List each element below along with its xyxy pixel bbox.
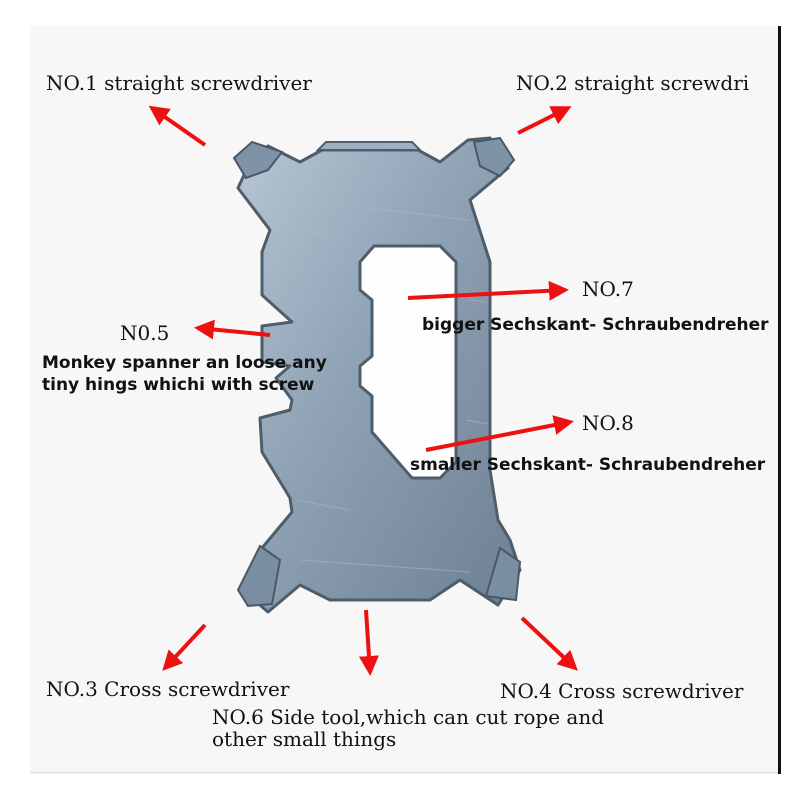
tip-top-left bbox=[232, 140, 284, 180]
label-no5-title: N0.5 bbox=[120, 321, 170, 345]
right-border bbox=[778, 26, 781, 774]
tip-bottom-right bbox=[484, 546, 522, 602]
top-tab bbox=[315, 141, 423, 151]
arrow-no2 bbox=[517, 106, 572, 135]
label-no5-line2: tiny hings whichi with screw bbox=[42, 375, 315, 395]
tip-top-right bbox=[472, 136, 516, 178]
label-no4: NO.4 Cross screwdriver bbox=[500, 679, 744, 703]
metal-texture bbox=[295, 199, 489, 573]
arrow-no3 bbox=[162, 623, 207, 671]
label-no5-line1: Monkey spanner an loose any bbox=[42, 353, 327, 373]
arrows bbox=[148, 105, 578, 676]
tip-bottom-left bbox=[236, 544, 282, 608]
arrow-no4 bbox=[520, 616, 578, 671]
label-no7-desc: bigger Sechskant- Schraubendreher bbox=[422, 315, 769, 335]
label-no2: NO.2 straight screwdri bbox=[516, 71, 750, 95]
label-no3: NO.3 Cross screwdriver bbox=[46, 677, 290, 701]
label-no6: NO.6 Side tool,which can cut rope and ot… bbox=[212, 706, 604, 750]
label-no6-line2: other small things bbox=[212, 727, 397, 751]
label-no1: NO.1 straight screwdriver bbox=[46, 71, 312, 95]
arrow-no7 bbox=[407, 280, 569, 301]
label-no7-title: NO.7 bbox=[582, 277, 634, 301]
label-no5-desc: Monkey spanner an loose any tiny hings w… bbox=[42, 352, 327, 396]
hex-slot bbox=[358, 244, 458, 480]
label-no8-title: NO.8 bbox=[582, 411, 634, 435]
label-no6-line1: NO.6 Side tool,which can cut rope and bbox=[212, 705, 605, 729]
arrow-no8 bbox=[425, 415, 574, 452]
label-no8-desc: smaller Sechskant- Schraubendreher bbox=[410, 455, 766, 475]
arrow-no1 bbox=[148, 105, 207, 147]
arrow-no6 bbox=[358, 609, 379, 676]
arrow-no5 bbox=[194, 319, 271, 340]
bottom-divider bbox=[30, 772, 778, 773]
